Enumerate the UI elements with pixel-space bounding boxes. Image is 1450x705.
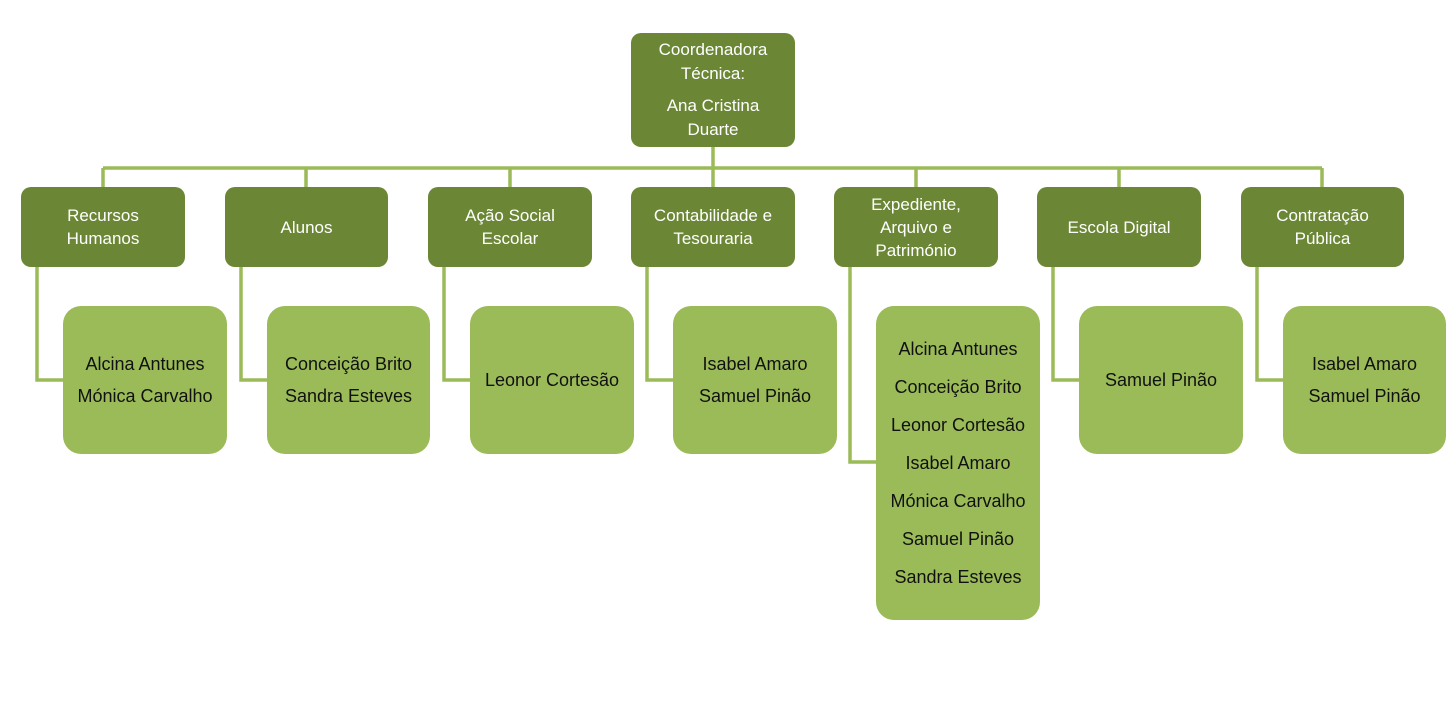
dept-node: Escola Digital bbox=[1037, 187, 1201, 267]
member-connector bbox=[1051, 267, 1079, 382]
member-connector bbox=[442, 267, 470, 382]
member-name: Sandra Esteves bbox=[894, 567, 1022, 587]
members-node: Alcina Antunes Conceição Brito Leonor Co… bbox=[876, 306, 1040, 620]
members-node: Isabel Amaro Samuel Pinão bbox=[1283, 306, 1446, 454]
dept-label: Expediente, Arquivo e Património bbox=[871, 194, 961, 260]
dept-node: Ação Social Escolar bbox=[428, 187, 592, 267]
members-node: Alcina Antunes Mónica Carvalho bbox=[63, 306, 227, 454]
members-node: Leonor Cortesão bbox=[470, 306, 634, 454]
member-name: Isabel Amaro bbox=[702, 354, 808, 374]
dept-label: Recursos Humanos bbox=[66, 206, 140, 248]
members-node: Isabel Amaro Samuel Pinão bbox=[673, 306, 837, 454]
member-connector bbox=[35, 267, 63, 382]
member-connector bbox=[1255, 267, 1283, 382]
member-name: Samuel Pinão bbox=[1104, 370, 1218, 390]
root-title: Coordenadora Técnica: bbox=[658, 40, 768, 83]
member-name: Mónica Carvalho bbox=[890, 491, 1026, 511]
members-node: Conceição Brito Sandra Esteves bbox=[267, 306, 430, 454]
root-name: Ana Cristina Duarte bbox=[666, 96, 760, 139]
member-name: Mónica Carvalho bbox=[77, 386, 213, 406]
member-name: Alcina Antunes bbox=[898, 339, 1018, 359]
member-name: Samuel Pinão bbox=[698, 386, 812, 406]
member-connector bbox=[848, 267, 876, 464]
dept-node: Expediente, Arquivo e Património bbox=[834, 187, 998, 267]
dept-label: Alunos bbox=[280, 217, 333, 237]
dept-node: Alunos bbox=[225, 187, 388, 267]
member-name: Conceição Brito bbox=[894, 377, 1022, 397]
member-connector bbox=[239, 267, 267, 382]
dept-label: Ação Social Escolar bbox=[465, 206, 555, 248]
dept-node: Contabilidade e Tesouraria bbox=[631, 187, 795, 267]
member-name: Leonor Cortesão bbox=[890, 415, 1026, 435]
dept-node: Recursos Humanos bbox=[21, 187, 185, 267]
member-name: Isabel Amaro bbox=[905, 453, 1011, 473]
dept-label: Contabilidade e Tesouraria bbox=[653, 206, 773, 248]
member-name: Samuel Pinão bbox=[1308, 386, 1421, 406]
dept-label: Escola Digital bbox=[1067, 217, 1171, 237]
member-connector bbox=[645, 267, 673, 382]
member-name: Sandra Esteves bbox=[284, 386, 413, 406]
root-node: Coordenadora Técnica: Ana Cristina Duart… bbox=[631, 33, 795, 147]
member-name: Conceição Brito bbox=[284, 354, 413, 374]
member-name: Leonor Cortesão bbox=[484, 370, 620, 390]
dept-node: Contratação Pública bbox=[1241, 187, 1404, 267]
dept-label: Contratação Pública bbox=[1276, 206, 1369, 248]
member-name: Alcina Antunes bbox=[85, 354, 205, 374]
member-name: Isabel Amaro bbox=[1311, 354, 1418, 374]
members-node: Samuel Pinão bbox=[1079, 306, 1243, 454]
member-name: Samuel Pinão bbox=[901, 529, 1015, 549]
